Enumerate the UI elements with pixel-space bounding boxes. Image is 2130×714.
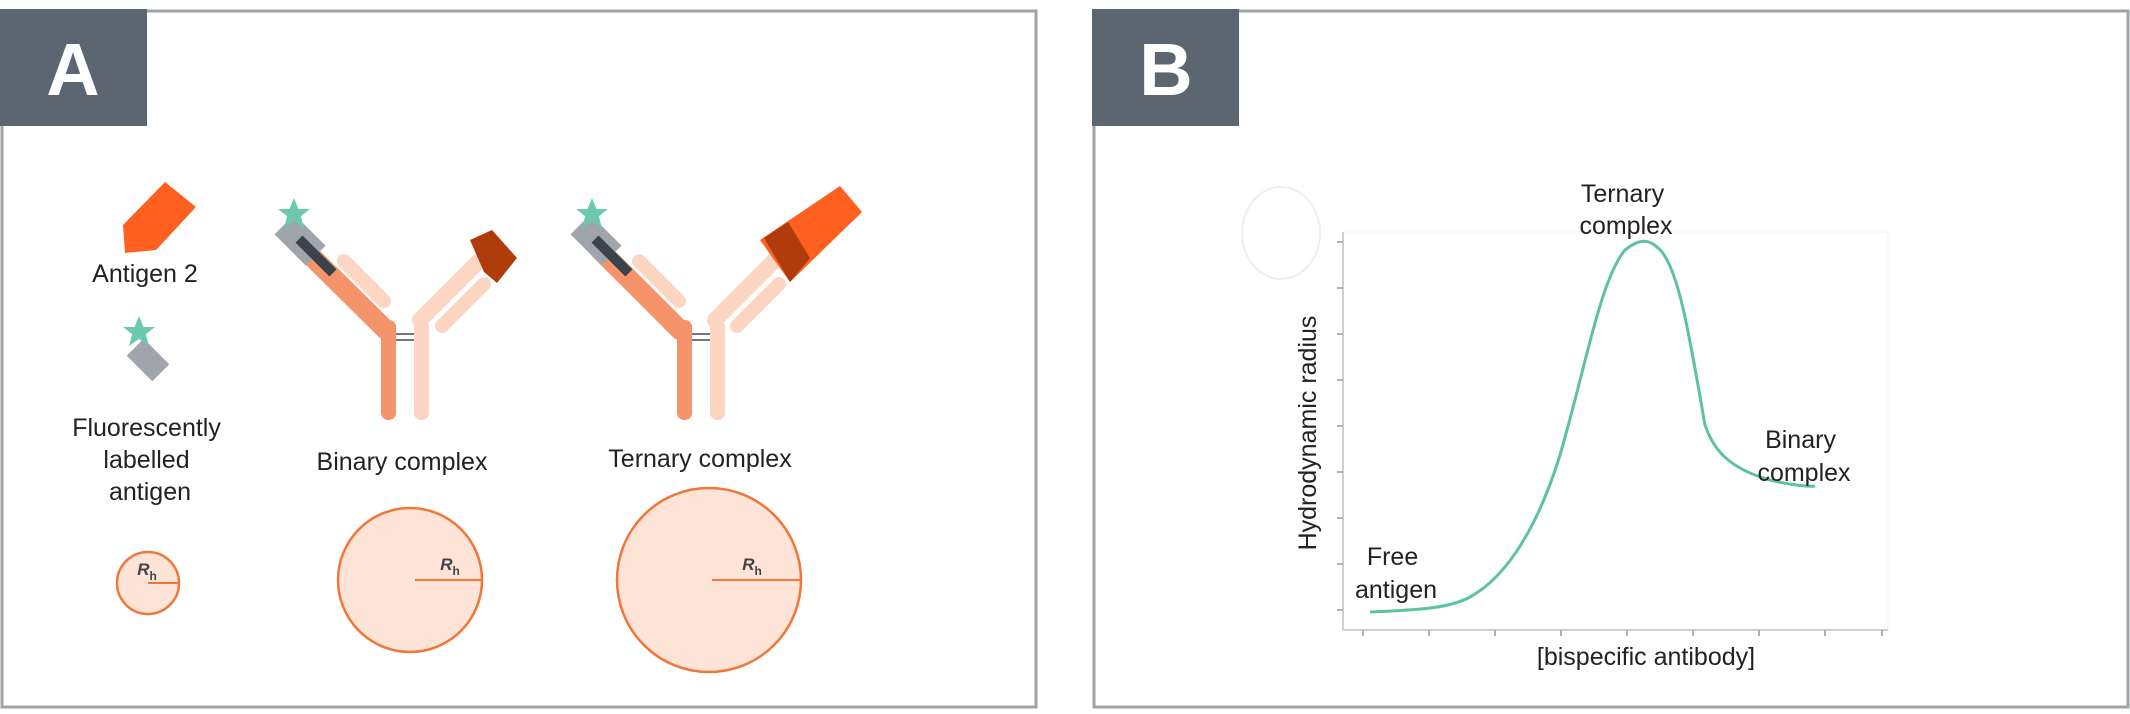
radius-circle-large: Rh <box>615 486 803 674</box>
annotation-free: Free antigen <box>1355 543 1437 604</box>
antigen-2-label: Antigen 2 <box>92 260 198 288</box>
y-axis-ticks <box>1337 241 1343 611</box>
binary-complex-antibody-icon <box>274 198 517 420</box>
radius-label-large: Rh <box>742 555 762 578</box>
fluorescent-antigen-label: Fluorescently labelled antigen <box>72 414 228 506</box>
panel-a-label: A <box>46 28 99 111</box>
fluorescent-label-line-3: antigen <box>109 478 191 506</box>
annotation-ternary: Ternary complex <box>1579 180 1673 240</box>
radius-label-medium: Rh <box>440 555 460 578</box>
binary-complex-label: Binary complex <box>317 448 488 476</box>
annotation-binary: Binary complex <box>1757 426 1851 487</box>
ternary-complex-label: Ternary complex <box>608 445 792 473</box>
antigen-2-icon <box>123 182 196 253</box>
fluorescent-label-line-2: labelled <box>103 446 189 474</box>
binding-curve <box>1369 239 1816 614</box>
ternary-complex-antibody-icon <box>570 186 862 420</box>
radius-label-small: Rh <box>137 560 157 583</box>
x-axis-label: [bispecific antibody] <box>1537 643 1755 671</box>
panel-b: B <box>1092 9 2130 709</box>
radius-circle-small: Rh <box>115 550 181 616</box>
fluorescent-antigen-icon <box>123 316 170 382</box>
panel-a: A Antigen 2 Fluorescently labelled antig… <box>0 9 1038 709</box>
panel-b-label: B <box>1139 28 1192 111</box>
x-axis-ticks <box>1362 630 1883 636</box>
faint-oval-mark <box>1241 186 1321 280</box>
plot-area <box>1337 231 1889 636</box>
y-axis-label: Hydrodynamic radius <box>1294 316 1322 551</box>
panel-b-label-box <box>1092 9 1239 126</box>
radius-circle-medium: Rh <box>336 506 484 654</box>
fluorescent-label-line-1: Fluorescently <box>72 414 221 442</box>
panel-a-label-box <box>0 9 147 126</box>
